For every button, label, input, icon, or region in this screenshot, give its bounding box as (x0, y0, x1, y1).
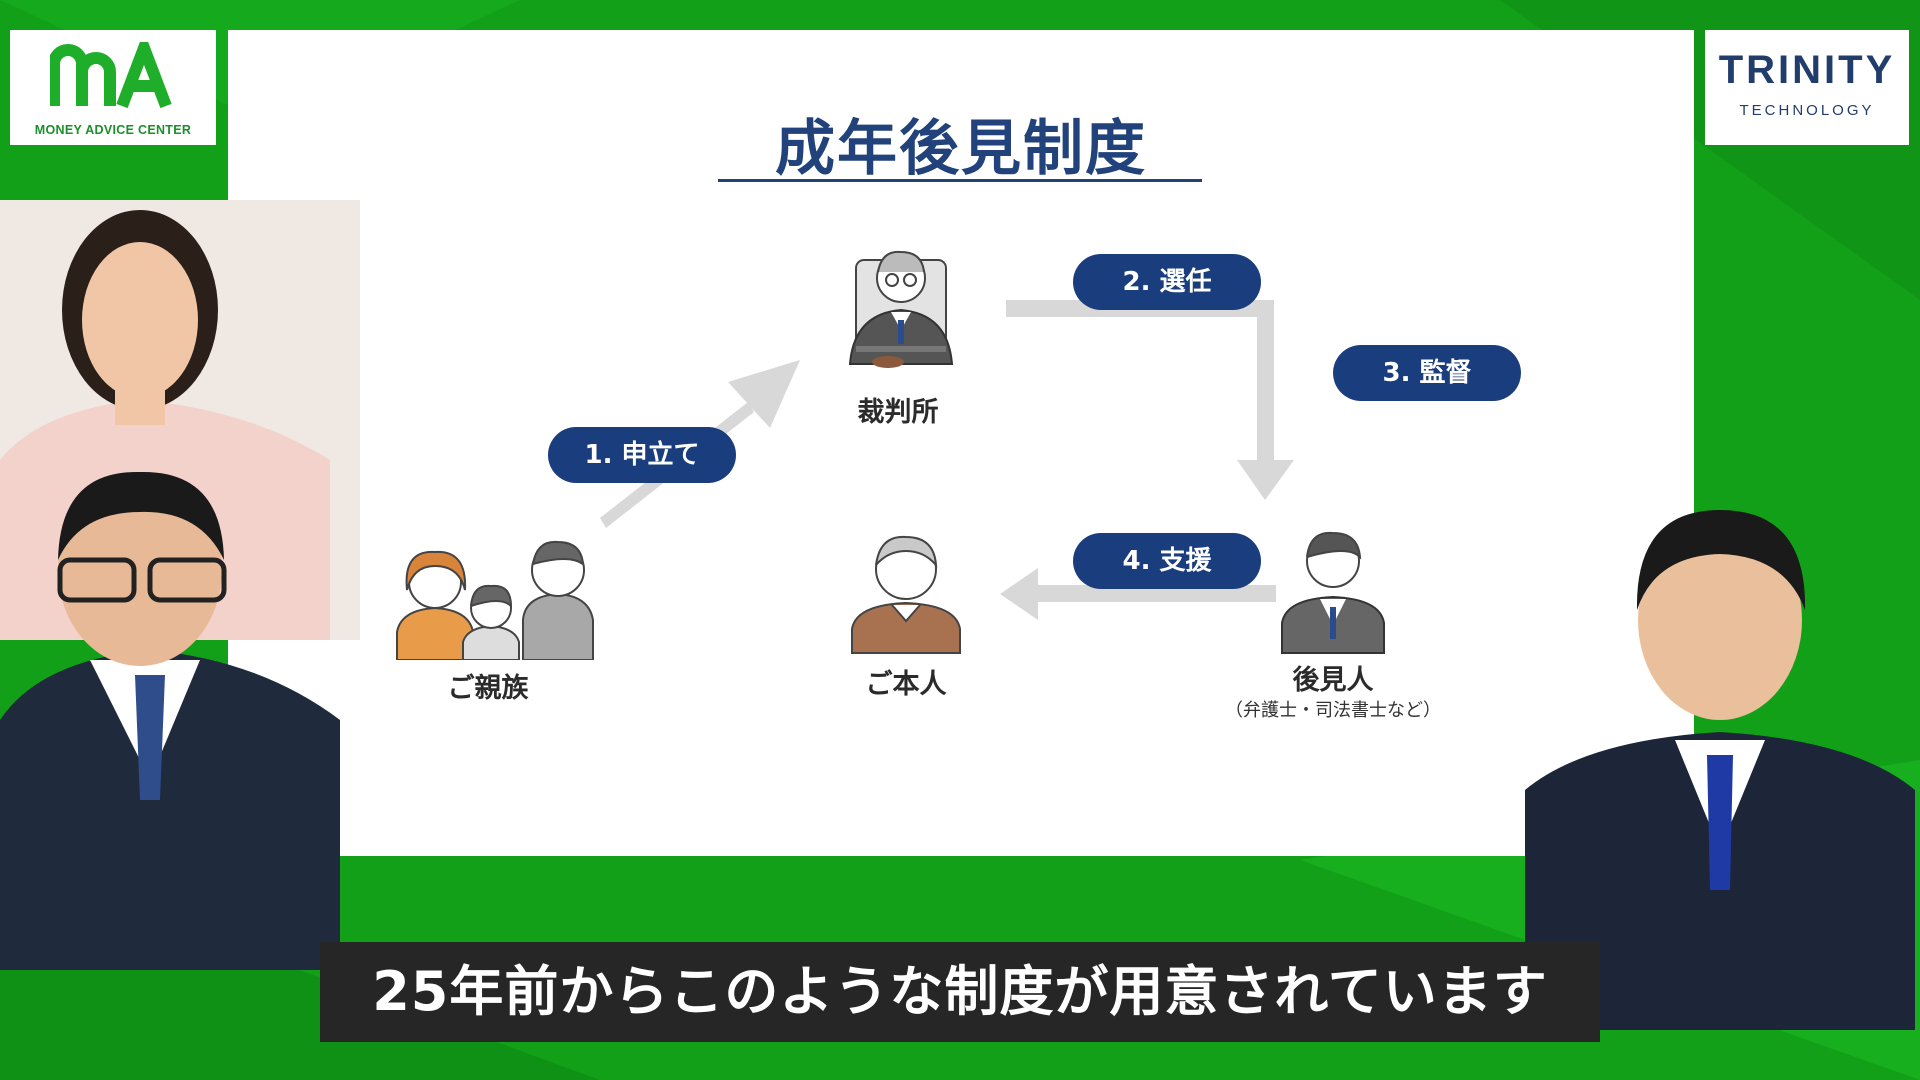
principal-label: ご本人 (865, 669, 947, 700)
arrow-appoint (1006, 300, 1294, 500)
family-icon (396, 540, 594, 660)
trinity-technology-logo: TRINITY TECHNOLOGY (1705, 30, 1909, 145)
title-underline (718, 179, 1202, 182)
guardian-note: （弁護士・司法書士など） (1225, 700, 1441, 721)
presenter-man-right (1525, 510, 1915, 1030)
step-supervise-pill: 3. 監督 (1333, 345, 1521, 401)
step-appoint-pill: 2. 選任 (1073, 254, 1261, 310)
subtitle-caption: 25年前からこのような制度が用意されています (320, 942, 1600, 1042)
ma-logo-icon (50, 42, 172, 109)
presenter-man-left (0, 471, 340, 970)
guardian-icon (1281, 531, 1385, 654)
logo-subname: TECHNOLOGY (1739, 102, 1875, 119)
step-support-pill: 4. 支援 (1073, 533, 1261, 589)
presentation-slide: 成年後見制度 1. 申立て 2. 選任 3. 監督 4. 支援 裁判 (228, 30, 1694, 856)
principal-icon (851, 535, 961, 654)
step-apply-pill: 1. 申立て (548, 427, 736, 483)
arrow-support (1000, 568, 1276, 620)
logo-name: TRINITY (1718, 48, 1896, 92)
court-label: 裁判所 (857, 397, 939, 428)
money-advice-center-logo: MONEY ADVICE CENTER (10, 30, 216, 145)
slide-title: 成年後見制度 (775, 114, 1147, 184)
judge-icon (848, 250, 954, 368)
guardian-label: 後見人 (1292, 665, 1374, 696)
logo-tagline: MONEY ADVICE CENTER (34, 123, 192, 137)
flow-arrows (600, 300, 1294, 620)
family-label: ご親族 (447, 673, 529, 704)
